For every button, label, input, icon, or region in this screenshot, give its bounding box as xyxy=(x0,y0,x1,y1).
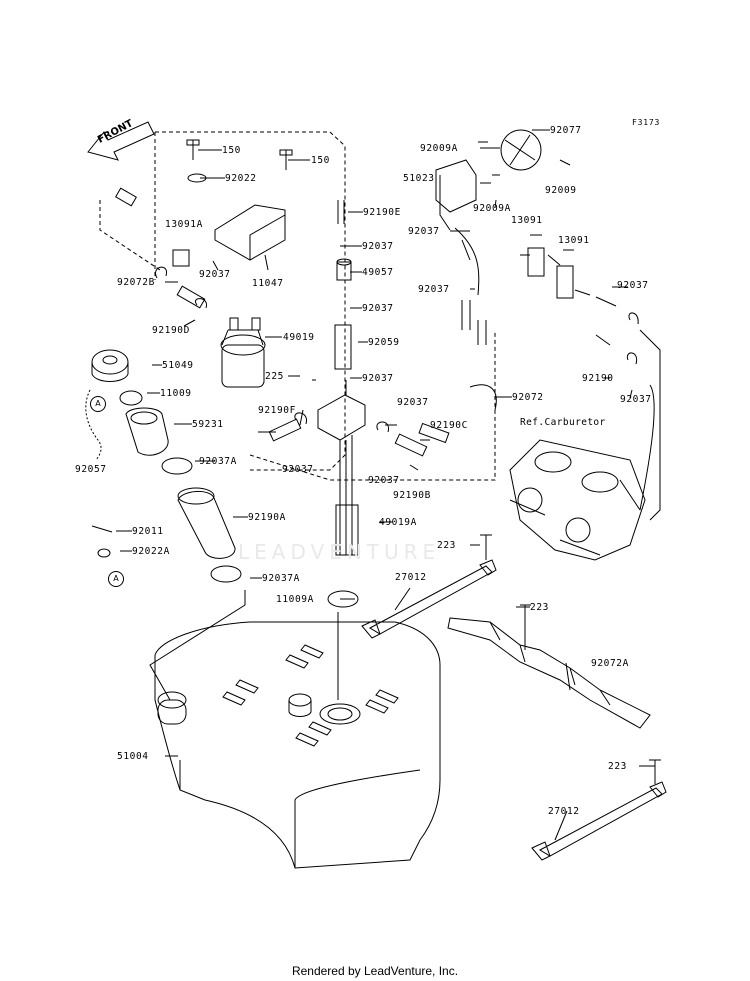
part-label: 92037A xyxy=(262,573,300,584)
part-label: 225 xyxy=(265,371,284,382)
hose-route-dashed xyxy=(99,200,161,271)
part-label: 11047 xyxy=(252,278,284,289)
part-label: 92037 xyxy=(408,226,440,237)
fuel-tap-body xyxy=(317,394,366,441)
part-label: 51049 xyxy=(162,360,194,371)
hose-route-right-dashed xyxy=(249,330,496,481)
part-label: 92037 xyxy=(362,373,394,384)
part-label: 92037 xyxy=(397,397,429,408)
fuel-filter-bowl xyxy=(221,344,265,388)
part-label: 51004 xyxy=(117,751,149,762)
part-label: 59231 xyxy=(192,419,224,430)
assembly-outline-top xyxy=(155,131,346,471)
part-label: 92057 xyxy=(75,464,107,475)
part-label: 92011 xyxy=(132,526,164,537)
part-label: 92022A xyxy=(132,546,170,557)
fuel-cap xyxy=(91,349,129,375)
part-label: 223 xyxy=(608,761,627,772)
part-label: 223 xyxy=(530,602,549,613)
tank-filler-neck xyxy=(157,699,187,725)
part-label: 92190D xyxy=(152,325,190,336)
fuel-tank xyxy=(154,621,441,869)
part-label: 150 xyxy=(222,145,241,156)
fuel-pump xyxy=(435,159,477,213)
tank-strap-upper xyxy=(361,559,497,639)
filler-neck xyxy=(125,407,169,456)
part-label: 49057 xyxy=(362,267,394,278)
part-label: 92190E xyxy=(363,207,401,218)
part-label: 11009A xyxy=(276,594,314,605)
part-label: 150 xyxy=(311,155,330,166)
part-label: 49019 xyxy=(283,332,315,343)
part-label: 92072B xyxy=(117,277,155,288)
part-label: 92059 xyxy=(368,337,400,348)
hose-clamp xyxy=(161,457,193,475)
part-label: 13091 xyxy=(558,235,590,246)
tank-strap-lower xyxy=(531,781,667,861)
part-label: 92009A xyxy=(420,143,458,154)
circle-marker-a: A xyxy=(90,396,106,412)
o-ring-11009A xyxy=(327,590,359,608)
part-label: 49019A xyxy=(379,517,417,528)
circle-marker-a: A xyxy=(108,571,124,587)
figure-code: F3173 xyxy=(632,118,661,127)
filter-bracket xyxy=(214,204,286,261)
carburetor xyxy=(509,439,646,561)
part-label: 92009 xyxy=(545,185,577,196)
ref-carburetor-label: Ref.Carburetor xyxy=(520,417,606,428)
part-label: 51023 xyxy=(403,173,435,184)
part-label: 13091 xyxy=(511,215,543,226)
part-label: 92190A xyxy=(248,512,286,523)
tank-filler-cap xyxy=(157,691,187,709)
part-label: 92190F xyxy=(258,405,296,416)
filler-hose xyxy=(177,491,236,559)
part-label: 92037A xyxy=(199,456,237,467)
part-label: 92077 xyxy=(550,125,582,136)
part-label: 92037 xyxy=(418,284,450,295)
part-label: 11009 xyxy=(160,388,192,399)
part-label: 92037 xyxy=(282,464,314,475)
part-label: 92037 xyxy=(362,241,394,252)
part-label: 92037 xyxy=(617,280,649,291)
footer-credit: Rendered by LeadVenture, Inc. xyxy=(291,964,459,978)
part-label: 13091A xyxy=(165,219,203,230)
part-label: 92190 xyxy=(582,373,614,384)
tank-band xyxy=(447,617,651,729)
tank-outlet-port xyxy=(319,703,361,725)
part-label: 92037 xyxy=(362,303,394,314)
watermark: LEADVENTURE xyxy=(238,540,441,564)
part-label: 92022 xyxy=(225,173,257,184)
pump-diaphragm xyxy=(500,129,542,171)
part-label: 92037 xyxy=(199,269,231,280)
part-label: 27012 xyxy=(395,572,427,583)
part-label: 223 xyxy=(437,540,456,551)
part-label: 92190C xyxy=(430,420,468,431)
part-label: 92037 xyxy=(620,394,652,405)
tank-cap-boss xyxy=(288,693,312,707)
part-label: 92009A xyxy=(473,203,511,214)
part-label: 92190B xyxy=(393,490,431,501)
part-label: 92072A xyxy=(591,658,629,669)
front-arrow xyxy=(87,121,155,161)
part-label: 92037 xyxy=(368,475,400,486)
part-label: 92072 xyxy=(512,392,544,403)
part-label: 27012 xyxy=(548,806,580,817)
